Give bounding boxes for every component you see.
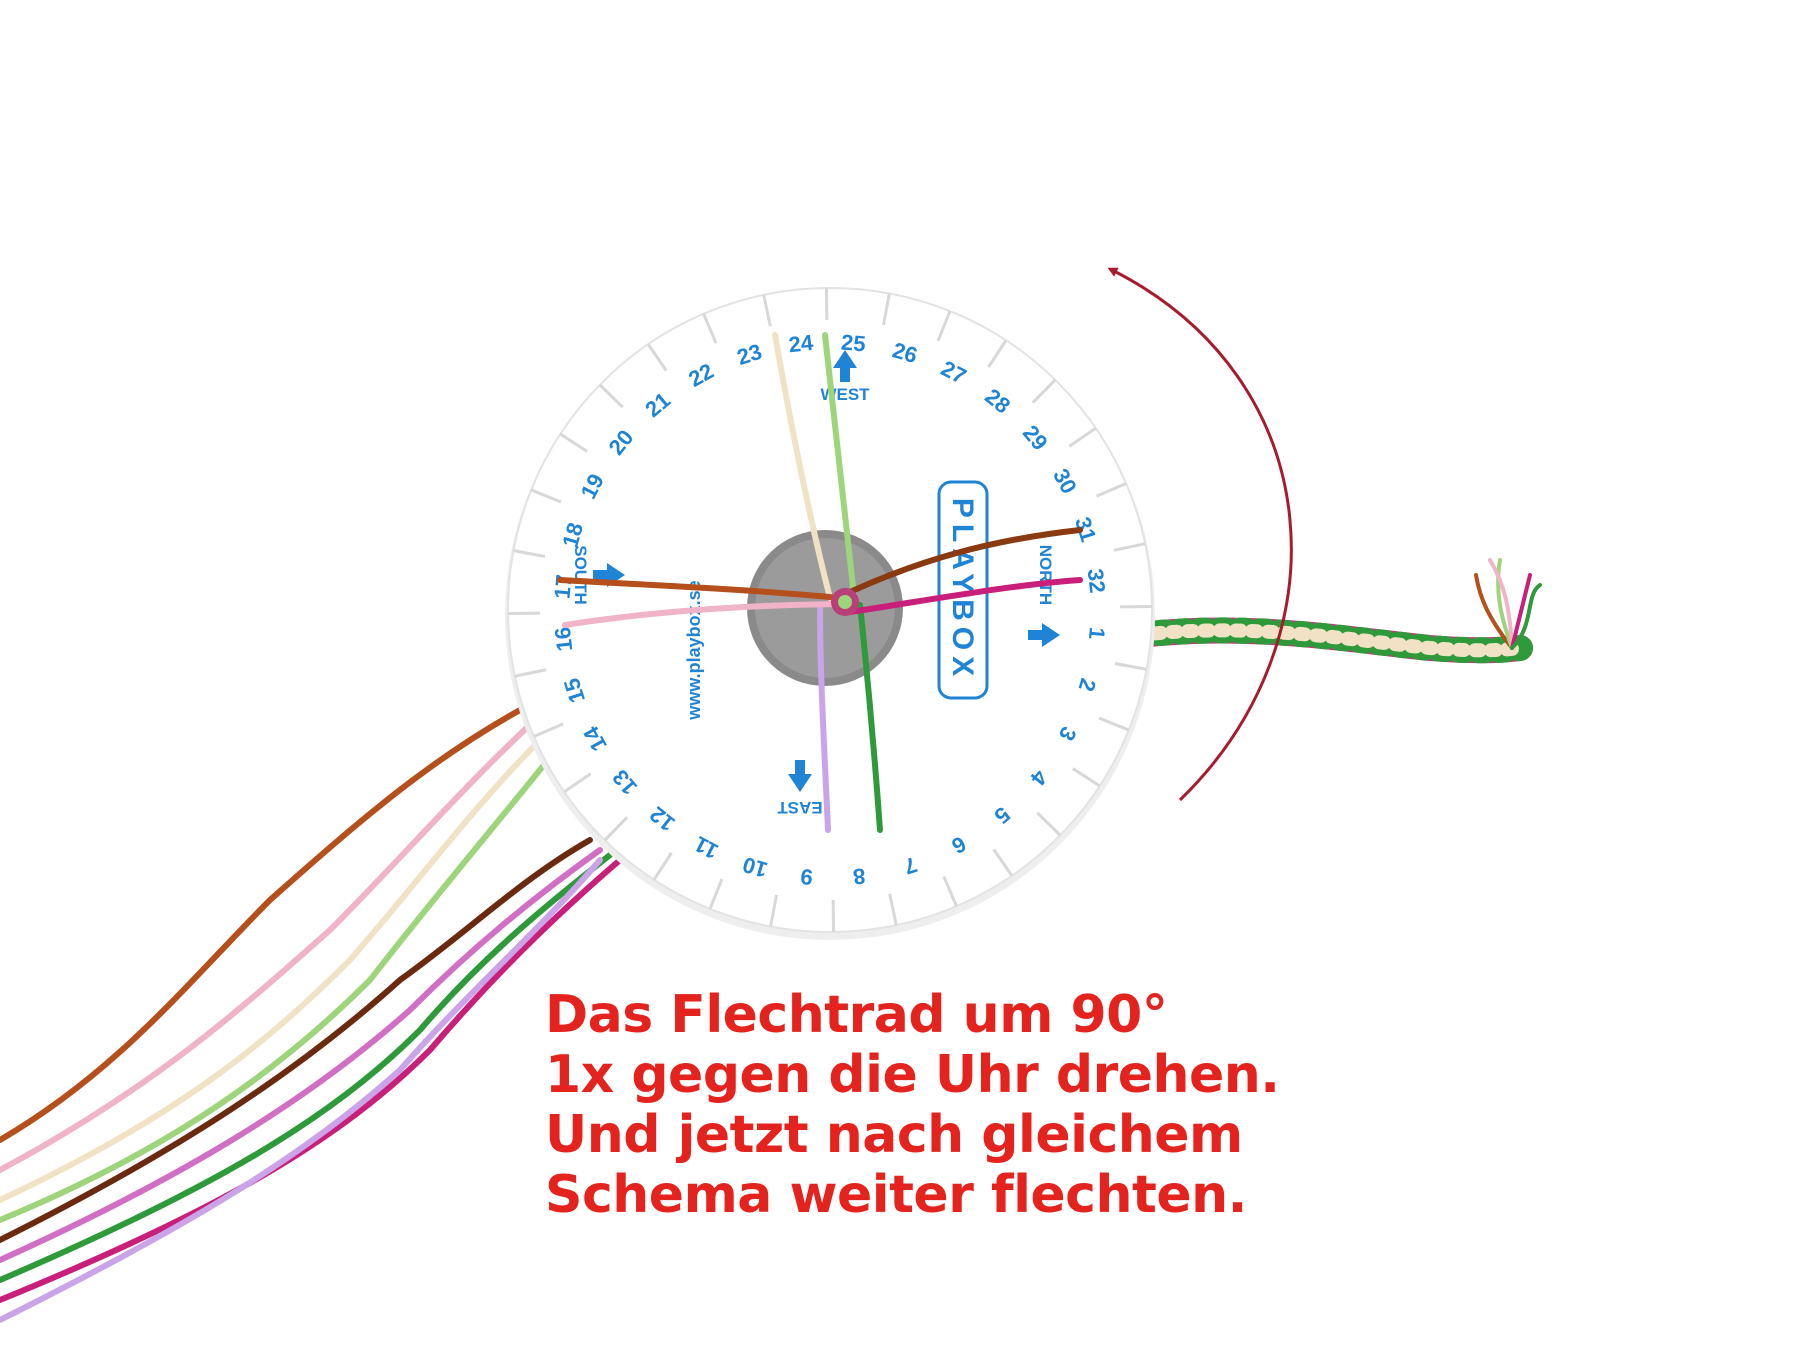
disk-notch [1072,767,1101,788]
disk-notches [508,288,1152,932]
disk-notch [513,549,546,559]
disk-notch [936,310,952,342]
caption-line-4: Schema weiter flechten. [545,1165,1247,1225]
disk-notch [1031,378,1057,404]
disk-notch [533,722,564,738]
disk-notch [1096,482,1127,498]
loose-threads [0,707,623,1323]
caption-line-2: 1x gegen die Uhr drehen. [545,1045,1280,1105]
instruction-caption: Das Flechtrad um 90° 1x gegen die Uhr dr… [545,985,1445,1225]
east-marker: EAST [777,760,823,817]
disk-notch [1114,661,1147,671]
label-east: EAST [777,798,823,817]
caption-line-3: Und jetzt nach gleichem [545,1105,1243,1165]
arrow-up-icon [1028,623,1060,647]
disk-notch [530,488,562,504]
arrow-up-icon [788,760,812,792]
slot-number: 8 [852,863,867,889]
threads-on-disk [557,332,1083,833]
arrow-up-icon [833,350,857,382]
disk-notch [563,772,592,794]
slot-number: 32 [1083,567,1111,594]
slot-number: 9 [799,864,813,890]
arrow-up-icon [593,563,625,587]
caption-line-1: Das Flechtrad um 90° [545,985,1168,1045]
rotate-counterclockwise-arrow-icon [1107,267,1293,802]
disk-notch [646,343,668,372]
north-marker: NORTH [1028,545,1060,647]
disk-notch [942,876,958,907]
disk-notch [652,852,673,881]
disk-notch [1036,811,1062,837]
disk-notch [987,339,1008,368]
disk-notch [702,313,718,344]
disk-notch [1068,426,1097,448]
slot-number: 1 [1084,626,1110,640]
disk-notch [888,893,898,926]
disk-notch [992,848,1014,877]
disk-notch [881,293,891,326]
website-text: www.playbox.se [684,580,704,720]
disk-notch [1098,716,1130,732]
disk-notch [762,294,772,327]
label-south: SOUTH [571,545,590,605]
disk-notch [598,383,624,409]
center-hole-inner [755,538,895,678]
disk-notch [1113,542,1146,552]
disk-notch [559,432,588,453]
south-marker: SOUTH [571,545,625,605]
disk-notch [514,668,547,678]
disk-notch [769,894,779,927]
braided-cord [1127,558,1542,664]
slot-number: 16 [550,626,578,653]
disk-notch [603,816,629,842]
playbox-logo: PLAYBOX [937,480,989,700]
label-north: NORTH [1036,545,1055,605]
disk-notch [708,878,724,910]
slot-number: 24 [787,330,815,358]
